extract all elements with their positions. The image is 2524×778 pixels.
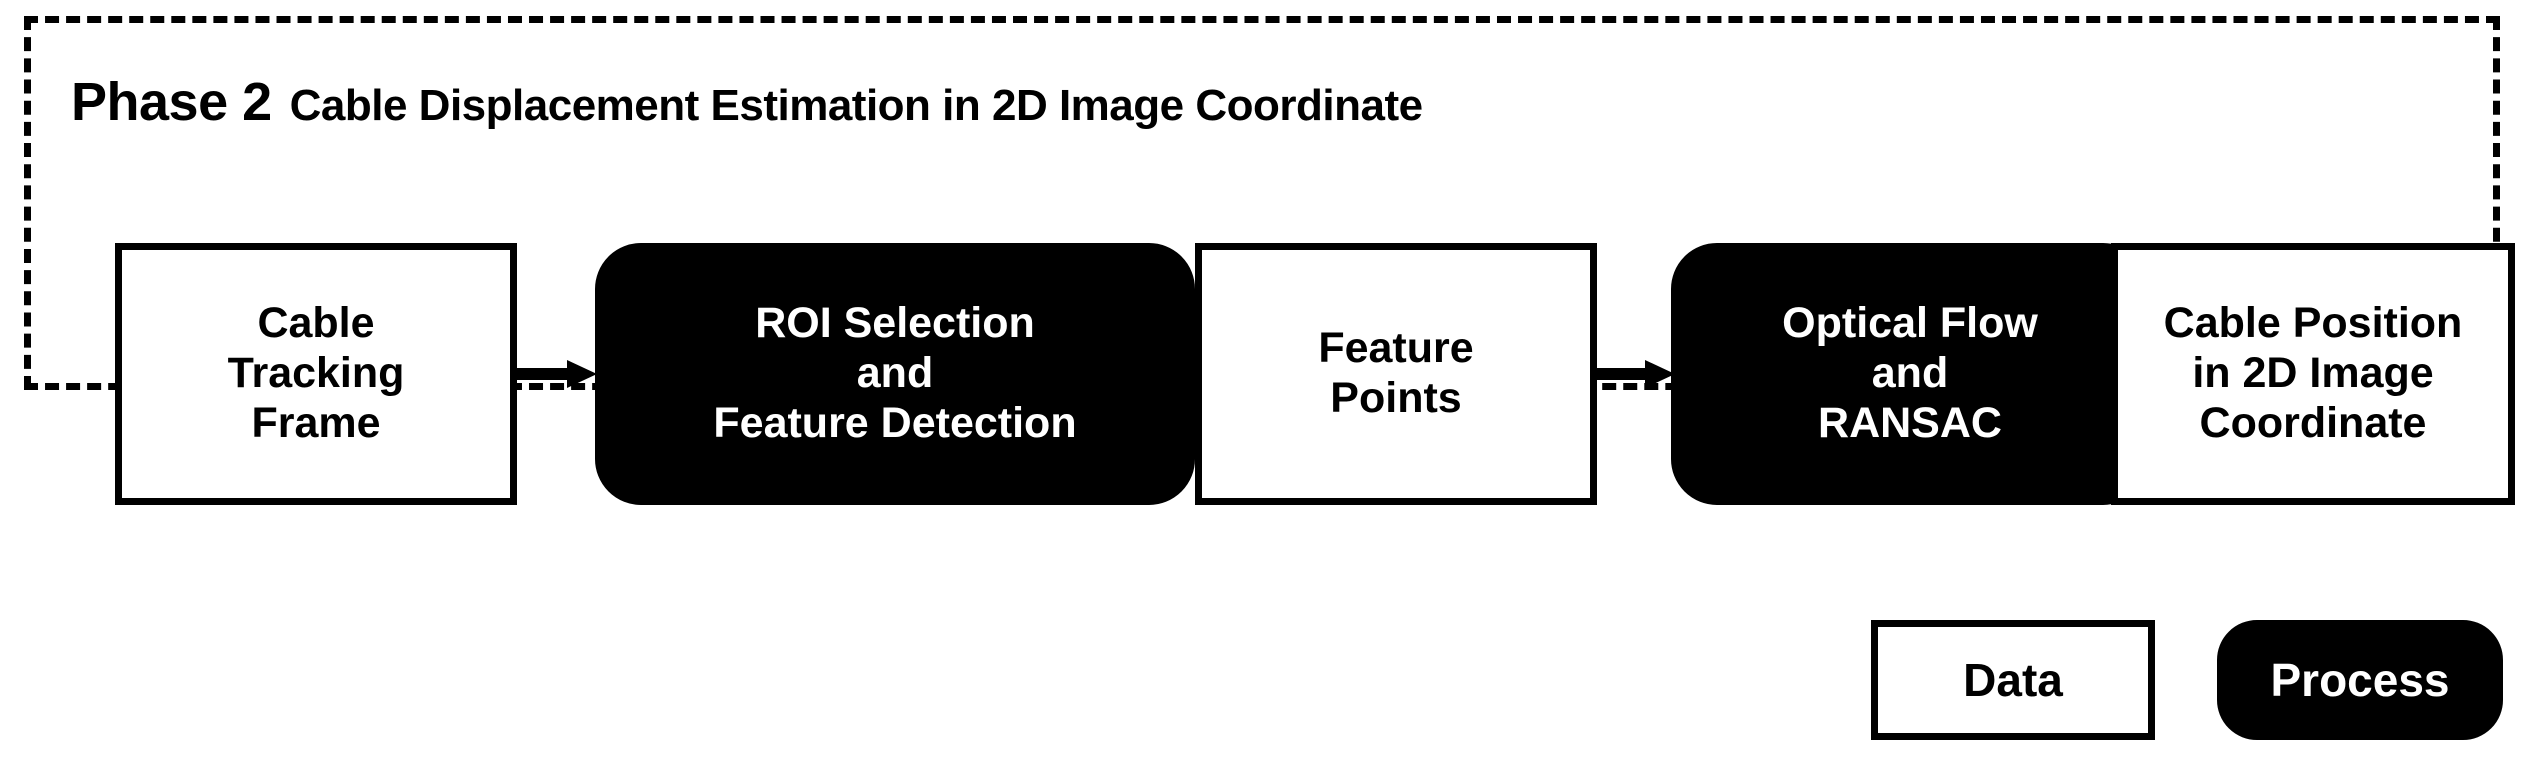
phase-2-container: Phase 2 Cable Displacement Estimation in… — [24, 16, 2515, 505]
arrow-head — [1645, 360, 1675, 388]
legend: Data Process — [1871, 620, 2503, 744]
arrow-icon-3 — [1593, 360, 1675, 388]
arrow-icon-1 — [515, 360, 597, 388]
legend-data-label: Data — [1963, 654, 2063, 706]
phase-title-text: Cable Displacement Estimation in 2D Imag… — [289, 81, 1423, 130]
legend-item-process: Process — [2217, 620, 2503, 740]
arrow-head — [567, 360, 597, 388]
arrow-shaft — [515, 368, 567, 380]
phase-label: Phase 2 — [71, 72, 272, 132]
arrow-shaft — [1593, 368, 1645, 380]
phase-title: Phase 2 Cable Displacement Estimation in… — [71, 71, 1423, 133]
legend-item-data: Data — [1871, 620, 2155, 740]
legend-process-label: Process — [2270, 654, 2450, 706]
